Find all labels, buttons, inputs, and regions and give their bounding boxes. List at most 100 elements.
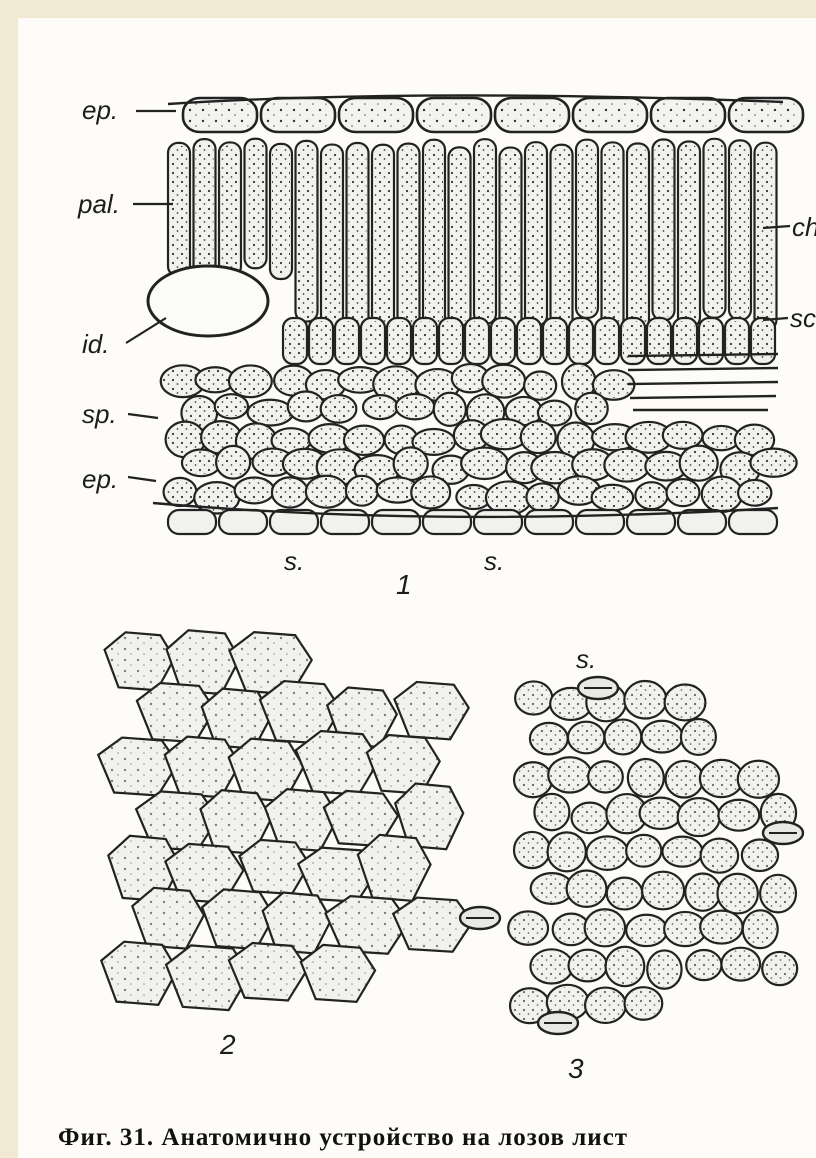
chloroplast-stipple [669,481,698,504]
lower-epidermal-cell [219,510,267,534]
chloroplast-stipple [467,321,487,361]
chloroplast-stipple [595,372,632,398]
cell-stipple [744,842,776,869]
cell-stipple [550,759,589,790]
cell-stipple [533,875,571,902]
cell-stipple [420,101,488,129]
cell-stipple [649,952,679,986]
cell-stipple [702,762,741,795]
cell-stipple [498,101,566,129]
chloroplast-stipple [298,144,316,319]
chloroplast-stipple [415,321,435,361]
cell-stipple [608,949,643,984]
cell-stipple [587,911,623,944]
chloroplast-stipple [311,321,331,361]
cell-stipple [627,989,661,1018]
label-stoma-right: s. [484,546,504,576]
chloroplast-stipple [493,321,513,361]
cell-stipple [626,683,664,717]
lower-epidermal-cell [729,510,777,534]
cell-stipple [98,738,178,796]
chloroplast-stipple [346,428,382,453]
cell-stipple [587,990,624,1021]
cell-stipple [570,724,602,752]
idioblast-cell [148,266,268,336]
label-epidermis-lower: ep. [82,464,118,494]
cell-stipple [666,914,704,944]
chloroplast-stipple [231,367,270,395]
figure-caption: Фиг. 31. Анатомично устройство на лозов … [58,1124,628,1152]
panel-3-lower-epidermis-stomata [460,677,803,1034]
chloroplast-stipple [337,321,357,361]
cell-stipple [536,796,567,828]
chloroplast-stipple [398,396,432,417]
cell-stipple [132,888,204,949]
cell-stipple [550,834,584,869]
lower-epidermal-cell [423,510,471,534]
cell-stipple [590,763,621,790]
chloroplast-stipple [290,393,322,419]
chloroplast-stipple [413,478,448,506]
chloroplast-stipple [441,321,461,361]
chloroplast-stipple [221,145,239,273]
chloroplast-stipple [594,487,632,509]
cell-stipple [683,721,714,753]
cell-stipple [607,722,640,753]
label-chlorenchyma: ch [792,212,816,242]
chloroplast-stipple [250,402,291,424]
cell-stipple [229,943,308,1001]
cell-stipple [720,802,757,829]
label-sclerenchyma: sc [790,303,816,333]
chloroplast-stipple [425,143,443,326]
upper-epidermis [168,95,803,132]
chloroplast-stipple [272,147,290,276]
cell-stipple [576,101,644,129]
chloroplast-stipple [545,321,565,361]
chloroplast-stipple [706,142,724,315]
cell-stipple [719,876,755,912]
cell-stipple [264,101,332,129]
cell-stipple [532,725,566,752]
cell-stipple [644,723,681,751]
cell-stipple [574,805,607,832]
chloroplast-stipple [285,321,305,361]
chloroplast-stipple [166,480,195,504]
chloroplast-stipple [577,395,605,422]
chloroplast-stipple [247,142,265,265]
cell-stipple [516,764,550,795]
chloroplast-stipple [348,478,376,504]
chloroplast-stipple [170,146,188,273]
chloroplast-stipple [308,478,345,506]
chloroplast-stipple [451,150,469,322]
panel-1-cross-section: ep. pal. id. sp. ep. ch sc s. s. 1 [77,95,816,600]
chloroplast-stipple [523,423,554,451]
chloroplast-stipple [665,424,701,447]
chloroplast-stipple [682,448,716,479]
label-stoma-left: s. [284,546,304,576]
chloroplast-stipple [323,148,341,331]
chloroplast-stipple [349,146,367,327]
chloroplast-stipple [488,483,530,512]
cell-stipple [687,875,718,908]
chloroplast-stipple [436,395,464,424]
chloroplast-stipple [704,479,740,510]
chloroplast-stipple [629,146,647,326]
cell-stipple [571,952,605,980]
scanned-page: ep. pal. id. sp. ep. ch sc s. s. 1 2 s. … [18,18,816,1158]
cell-stipple [628,917,665,944]
cell-stipple [667,687,704,719]
cell-stipple [740,763,777,796]
cell-stipple [105,632,175,690]
cell-stipple [589,838,627,868]
cell-stipple [186,101,254,129]
cell-stipple [301,945,375,1002]
label-idioblast: id. [82,329,109,359]
cell-stipple [664,839,700,865]
chloroplast-stipple [540,403,569,424]
panel-number-3: 3 [568,1053,584,1084]
cell-stipple [764,954,795,983]
chloroplast-stipple [740,482,769,504]
chloroplast-stipple [637,484,665,507]
chloroplast-stipple [483,421,526,447]
chloroplast-stipple [184,451,218,474]
